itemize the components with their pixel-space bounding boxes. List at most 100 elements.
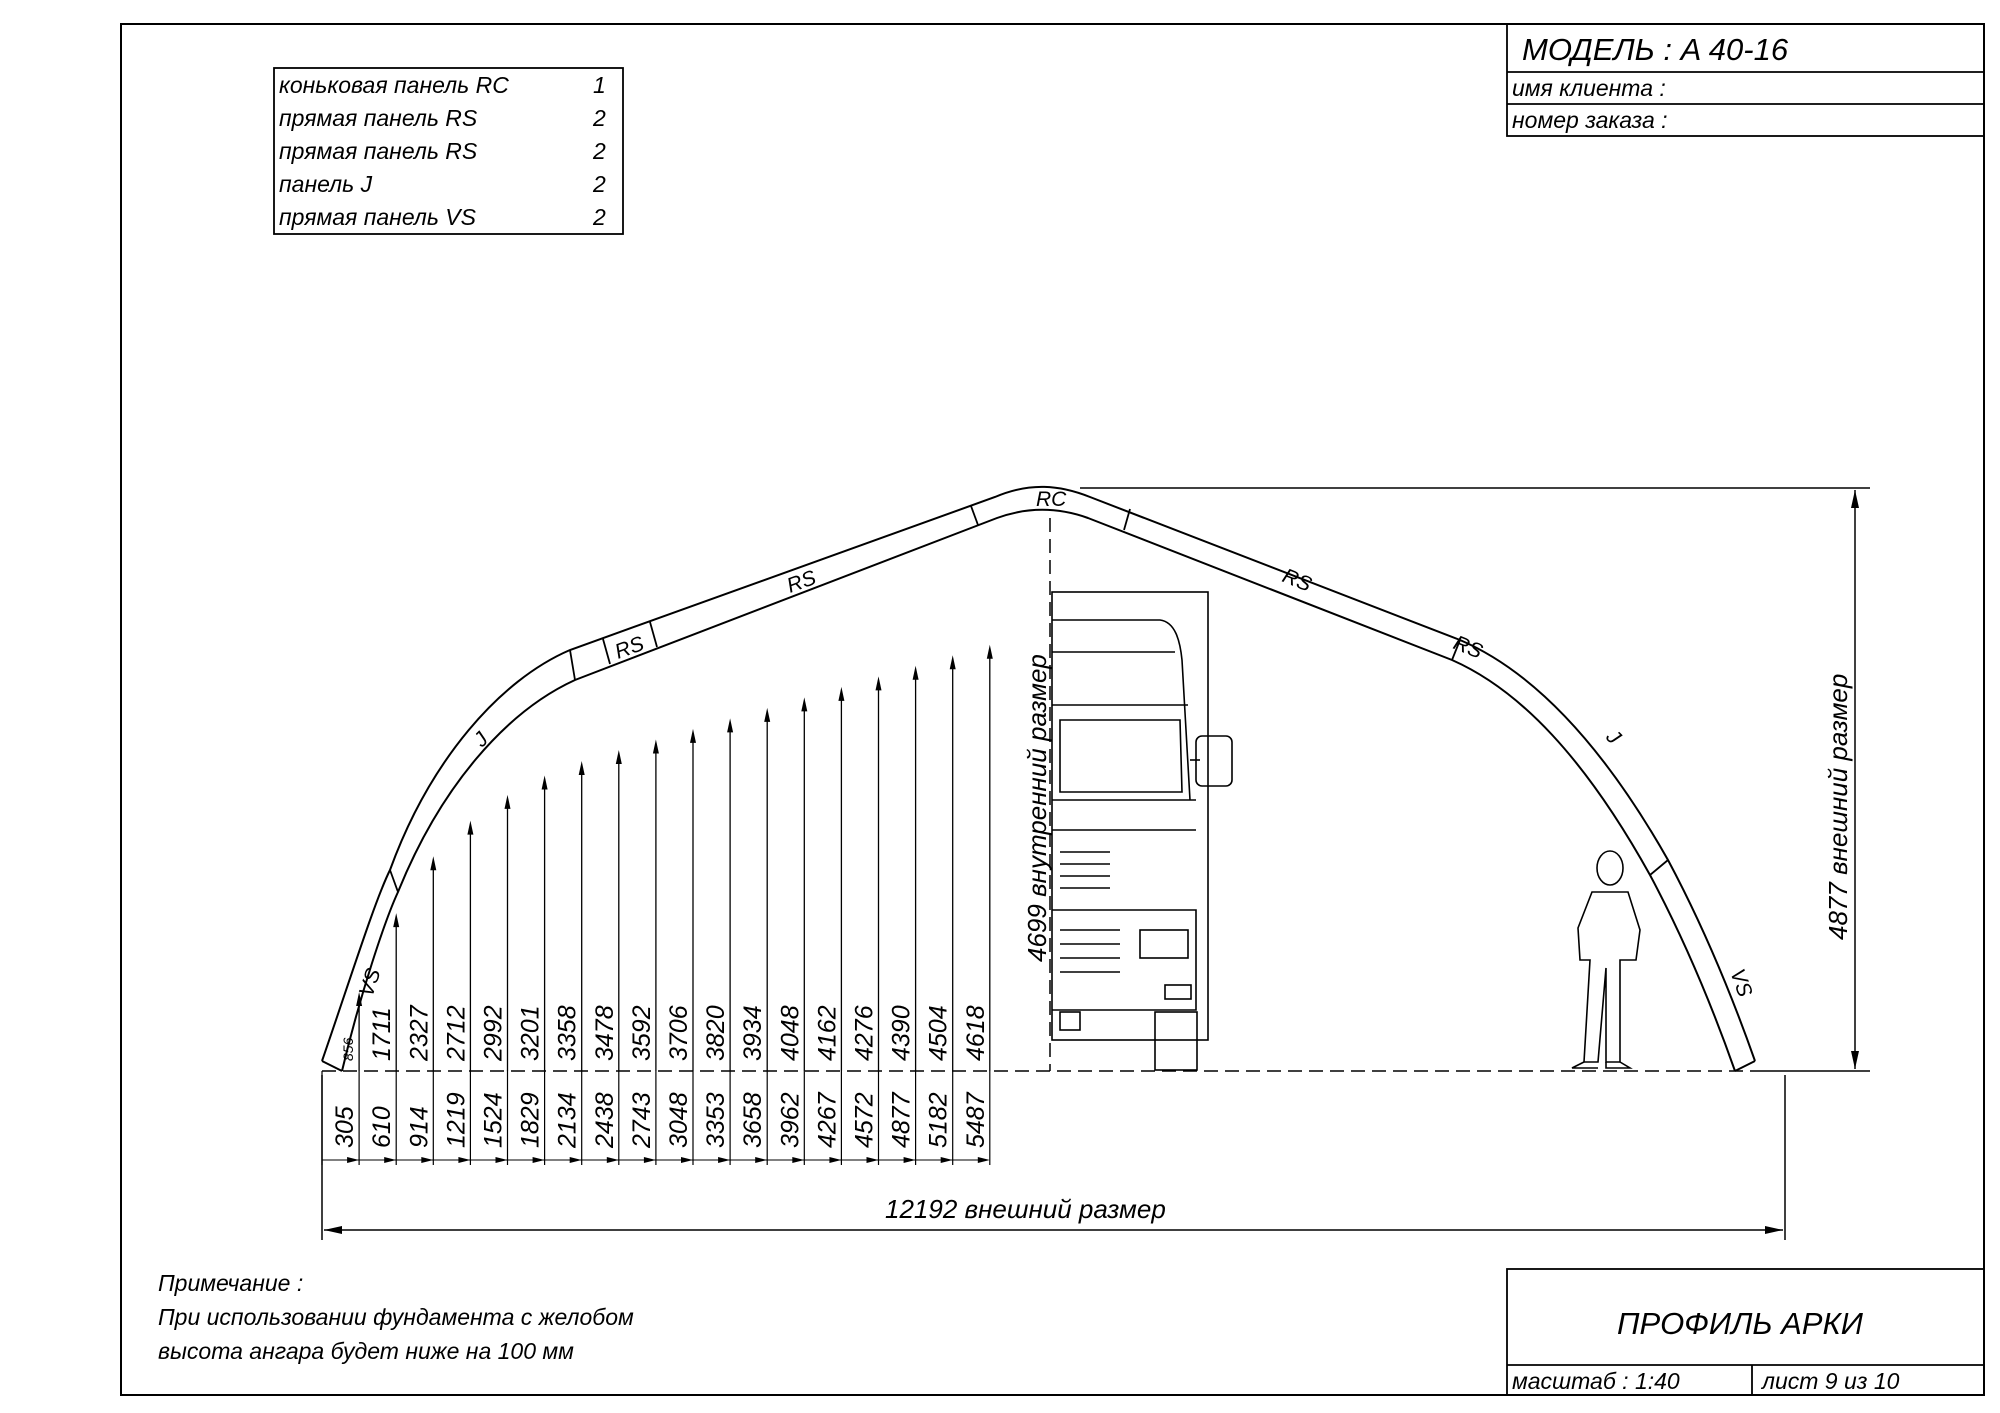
height-arrow	[541, 775, 548, 790]
note-heading: Примечание :	[158, 1270, 303, 1296]
width-label: 12192 внешний размер	[885, 1194, 1166, 1224]
panel-label-rs-right-upper: RS	[1279, 564, 1315, 596]
offset-value: 5487	[962, 1091, 990, 1148]
offset-value: 3048	[665, 1092, 693, 1148]
parts-row-name: прямая панель RS	[279, 138, 478, 164]
arch-left-foot	[321, 1060, 343, 1072]
parts-row-name: коньковая панель RC	[279, 72, 509, 98]
height-value: 3934	[739, 1005, 767, 1061]
height-arrow	[393, 913, 400, 928]
height-value: 856	[340, 1037, 356, 1061]
offset-value: 4267	[813, 1091, 841, 1148]
width-arrow-left	[324, 1226, 342, 1234]
height-arrow	[652, 739, 659, 754]
scale-label: масштаб : 1:40	[1512, 1368, 1680, 1394]
height-value: 3478	[591, 1005, 619, 1061]
offset-value: 2743	[628, 1092, 656, 1149]
height-arrow	[912, 665, 919, 680]
parts-table	[273, 67, 624, 235]
height-value: 4162	[813, 1005, 841, 1061]
inner-height-label: 4699 внутренний размер	[1022, 654, 1052, 962]
height-arrow	[578, 761, 585, 776]
truck-illustration	[1051, 591, 1233, 1071]
parts-row-qty: 1	[593, 72, 606, 98]
sheet-number-label: лист 9 из 10	[1760, 1368, 1900, 1394]
height-value: 4048	[776, 1005, 804, 1061]
height-value: 4390	[888, 1005, 916, 1061]
height-arrow	[838, 686, 845, 701]
height-arrow	[615, 749, 622, 764]
footer-block	[1506, 1268, 1985, 1396]
panel-label-j-right: J	[1601, 725, 1626, 750]
note-line-1: При использовании фундамента с желобом	[158, 1304, 634, 1330]
height-value: 3358	[554, 1005, 582, 1061]
offset-value: 3353	[702, 1092, 730, 1148]
height-arrow	[949, 655, 956, 670]
panel-label-rs-left-lower: RS	[612, 632, 647, 664]
sheet-frame	[120, 23, 1985, 1396]
height-value: 1711	[368, 1007, 396, 1061]
outer-height-arrow-top	[1851, 490, 1859, 508]
outer-height-dimension	[1080, 487, 1870, 1072]
parts-row-qty: 2	[592, 171, 606, 197]
panel-label-j-left: J	[469, 727, 494, 752]
title-block	[1506, 23, 1985, 137]
drawing-title: ПРОФИЛЬ АРКИ	[1617, 1306, 1864, 1341]
offset-value: 3658	[739, 1092, 767, 1148]
offset-value: 1219	[442, 1092, 470, 1148]
height-arrow	[467, 820, 474, 835]
panel-joints	[389, 505, 1669, 893]
parts-row-qty: 2	[592, 204, 606, 230]
model-label: МОДЕЛЬ : A 40-16	[1522, 32, 1789, 67]
height-arrow	[690, 728, 696, 743]
height-value: 2992	[480, 1005, 508, 1062]
client-name-label: имя клиента :	[1512, 75, 1666, 101]
height-arrow	[430, 856, 437, 871]
offset-value: 914	[405, 1106, 433, 1148]
height-arrow	[356, 991, 363, 1006]
height-value: 4504	[925, 1005, 953, 1061]
height-value: 3706	[665, 1005, 693, 1061]
person-illustration	[1571, 850, 1641, 1069]
height-value: 2712	[442, 1005, 470, 1062]
height-value: 4276	[851, 1005, 879, 1061]
height-value: 4618	[962, 1005, 990, 1061]
parts-row-qty: 2	[592, 138, 606, 164]
height-arrow	[986, 644, 993, 659]
height-value: 2327	[405, 1004, 433, 1062]
outer-height-label: 4877 внешний размер	[1823, 674, 1853, 940]
height-value: 3592	[628, 1005, 656, 1061]
height-value: 3820	[702, 1005, 730, 1061]
height-dimensions: 856 305 1711 610 2327 914 2712 1219 2992 1524 3201…	[321, 644, 993, 1165]
parts-row-name: прямая панель VS	[279, 204, 477, 230]
offset-value: 610	[368, 1106, 396, 1148]
height-arrow	[764, 707, 771, 722]
panel-label-rc: RC	[1036, 488, 1067, 511]
outer-height-arrow-bottom	[1851, 1051, 1859, 1069]
offset-value: 4877	[888, 1091, 916, 1148]
arch-right-foot	[1734, 1060, 1756, 1072]
height-arrow	[727, 718, 734, 733]
parts-row-qty: 2	[592, 105, 606, 131]
height-value: 3201	[517, 1005, 545, 1061]
offset-value: 1829	[517, 1092, 545, 1148]
width-dimension	[321, 1075, 1786, 1240]
arch-outline	[321, 485, 1756, 1072]
parts-row-name: прямая панель RS	[279, 105, 478, 131]
order-number-label: номер заказа :	[1512, 107, 1668, 133]
arch-inner-line	[341, 508, 1736, 1072]
offset-value: 3962	[776, 1092, 804, 1148]
panel-label-rs-right-lower: RS	[1450, 631, 1486, 663]
arch-outer-line	[321, 485, 1756, 1062]
offset-value: 2438	[591, 1092, 619, 1149]
height-arrow	[504, 794, 511, 809]
offset-value: 305	[331, 1106, 359, 1148]
offset-value: 1524	[480, 1092, 508, 1148]
offset-value: 2134	[554, 1092, 582, 1149]
parts-table-rows: коньковая панель RC 1 прямая панель RS 2 пря…	[279, 72, 606, 230]
height-arrow	[875, 676, 882, 691]
width-arrow-right	[1765, 1226, 1783, 1234]
height-arrow	[801, 697, 808, 712]
offset-arrow	[977, 1157, 990, 1163]
